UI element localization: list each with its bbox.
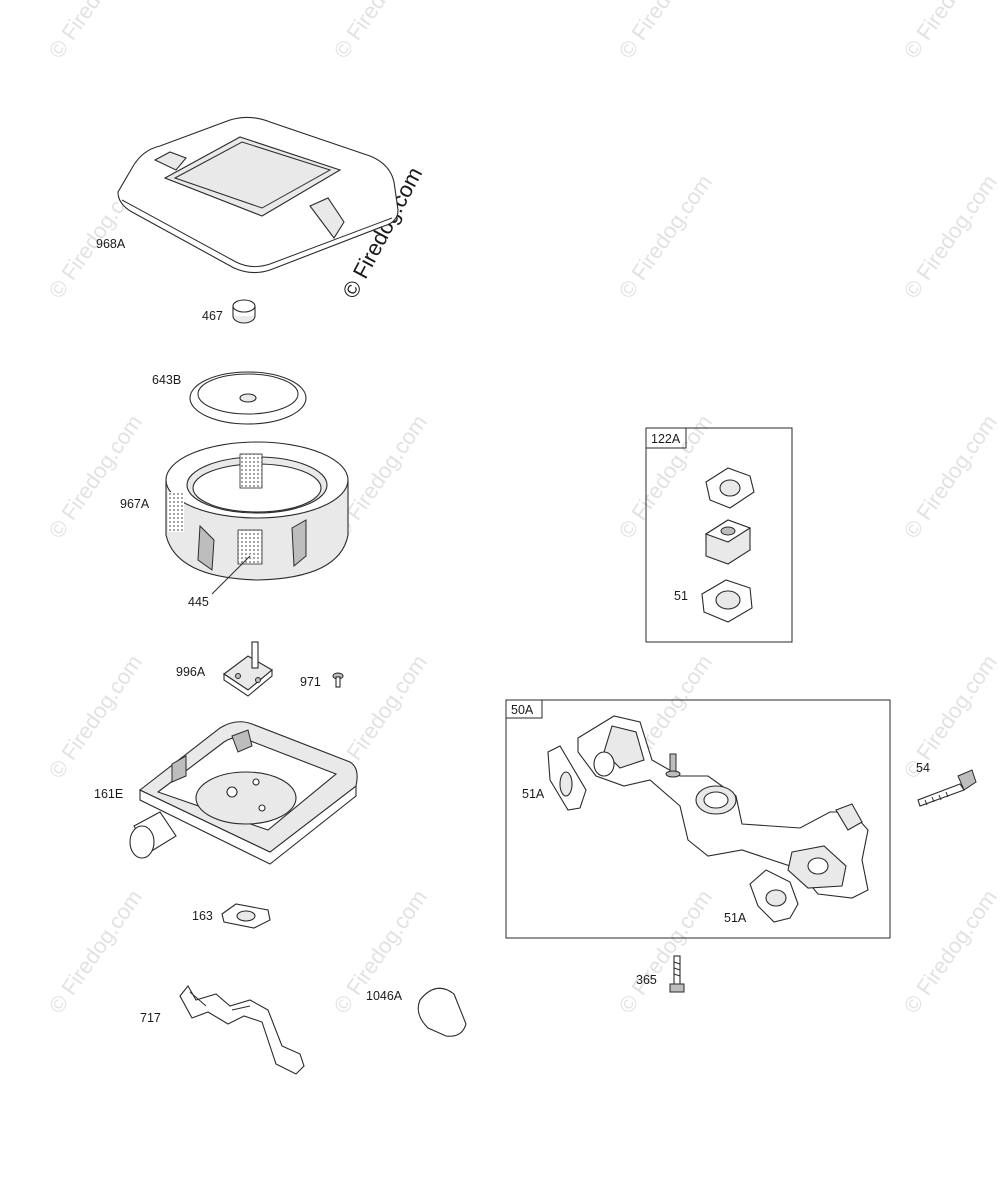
label-51: 51 <box>674 589 688 603</box>
part-51A-gasket-right[interactable] <box>749 869 799 923</box>
watermark-text: © Firedog.com <box>899 170 1002 303</box>
part-365-screw[interactable] <box>669 955 685 993</box>
watermark-text: © Firedog.com <box>614 885 717 1018</box>
watermark-text: © Firedog.com <box>899 650 1002 783</box>
part-968A-air-cleaner-cover[interactable] <box>117 116 399 274</box>
part-467-knob[interactable] <box>232 299 256 324</box>
watermark-text: © Firedog.com <box>44 885 147 1018</box>
part-717-bracket[interactable] <box>179 985 305 1075</box>
label-967A: 967A <box>120 497 150 511</box>
label-54: 54 <box>916 761 930 775</box>
label-51A-right: 51A <box>724 911 747 925</box>
label-1046A: 1046A <box>366 989 403 1003</box>
part-971-screw[interactable] <box>332 672 344 688</box>
watermark-text: © Firedog.com <box>614 170 717 303</box>
watermark-text: © Firedog.com <box>44 650 147 783</box>
watermark-text: © Firedog.com <box>899 0 1002 63</box>
part-161E-base[interactable] <box>129 721 358 865</box>
watermark-text: © Firedog.com <box>44 410 147 543</box>
part-54-bolt[interactable] <box>917 769 977 807</box>
label-643B: 643B <box>152 373 181 387</box>
part-996A-breather[interactable] <box>223 641 273 697</box>
kit-tab-122A <box>645 427 687 449</box>
watermark-text: © Firedog.com <box>899 410 1002 543</box>
part-51A-gasket-left[interactable] <box>547 745 587 811</box>
label-50A: 50A <box>511 703 534 717</box>
label-467: 467 <box>202 309 223 323</box>
watermark-text: © Firedog.com <box>614 0 717 63</box>
part-50A-manifold[interactable] <box>577 715 869 899</box>
label-365: 365 <box>636 973 657 987</box>
label-122A: 122A <box>651 432 681 446</box>
part-163-gasket[interactable] <box>221 903 271 929</box>
watermark-text: © Firedog.com <box>614 410 717 543</box>
kit-box-122A <box>645 427 793 643</box>
label-161E: 161E <box>94 787 123 801</box>
label-51A-left: 51A <box>522 787 545 801</box>
leader-445 <box>211 555 251 595</box>
watermark-text: © Firedog.com <box>44 0 147 63</box>
label-717: 717 <box>140 1011 161 1025</box>
watermark-text: © Firedog.com <box>329 0 432 63</box>
watermark-text: © Firedog.com <box>899 885 1002 1018</box>
label-968A: 968A <box>96 237 126 251</box>
label-971: 971 <box>300 675 321 689</box>
kit-box-50A <box>505 699 891 939</box>
label-163: 163 <box>192 909 213 923</box>
part-967A-filter[interactable] <box>165 441 349 581</box>
label-445: 445 <box>188 595 209 609</box>
label-996A: 996A <box>176 665 206 679</box>
part-643B-lid[interactable] <box>189 371 307 425</box>
kit-tab-50A <box>505 699 543 719</box>
part-1046A-shield[interactable] <box>417 987 467 1037</box>
part-122A-gasket-top[interactable] <box>705 467 755 509</box>
part-122A-spacer[interactable] <box>704 519 752 565</box>
part-51-gasket[interactable] <box>701 579 753 623</box>
